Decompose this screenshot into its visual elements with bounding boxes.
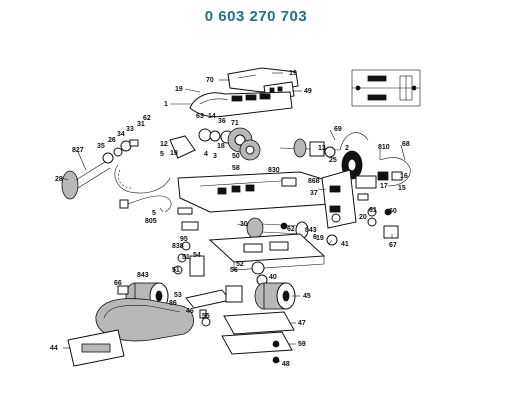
label-36: 36 bbox=[218, 118, 226, 125]
label-28: 28 bbox=[55, 176, 63, 183]
label-52: 52 bbox=[236, 261, 244, 268]
left-small-parts bbox=[173, 207, 205, 277]
label-15: 15 bbox=[398, 185, 406, 192]
label-37: 37 bbox=[310, 190, 318, 197]
label-47: 47 bbox=[298, 320, 306, 327]
label-53: 53 bbox=[174, 292, 182, 299]
label-805: 805 bbox=[145, 218, 157, 225]
label-14: 14 bbox=[208, 113, 216, 120]
label-95: 95 bbox=[180, 236, 188, 243]
sole-plate-47 bbox=[223, 311, 295, 335]
wiring-schematic bbox=[351, 69, 421, 107]
label-830: 830 bbox=[268, 167, 280, 174]
label-49: 49 bbox=[304, 88, 312, 95]
brush-holder-assembly bbox=[355, 157, 411, 201]
label-20: 20 bbox=[359, 214, 367, 221]
label-59: 59 bbox=[298, 341, 306, 348]
label-35: 35 bbox=[97, 143, 105, 150]
label-19-a: 19 bbox=[289, 70, 297, 77]
motor-armature bbox=[279, 132, 369, 180]
label-5-b: 5 bbox=[152, 210, 156, 217]
label-55: 55 bbox=[202, 313, 210, 320]
label-71: 71 bbox=[231, 120, 239, 127]
label-868: 868 bbox=[308, 178, 320, 185]
label-34: 34 bbox=[117, 131, 125, 138]
power-cable bbox=[119, 195, 172, 213]
label-810: 810 bbox=[378, 144, 390, 151]
label-4: 4 bbox=[204, 151, 208, 158]
label-70: 70 bbox=[206, 77, 214, 84]
label-5: 5 bbox=[160, 151, 164, 158]
label-40: 40 bbox=[269, 274, 277, 281]
label-19-c: 19 bbox=[170, 150, 178, 157]
label-61: 61 bbox=[369, 207, 377, 214]
label-1: 1 bbox=[164, 101, 168, 108]
label-56: 56 bbox=[230, 267, 238, 274]
label-63: 63 bbox=[196, 113, 204, 120]
label-26: 26 bbox=[108, 137, 116, 144]
label-31: 31 bbox=[137, 121, 145, 128]
handle-housing bbox=[189, 91, 293, 118]
small-screws-right bbox=[326, 207, 399, 246]
label-50: 50 bbox=[232, 153, 240, 160]
base-plate bbox=[208, 233, 326, 286]
label-843-b: 843 bbox=[137, 272, 149, 279]
label-827: 827 bbox=[72, 147, 84, 154]
label-19-d: 19 bbox=[316, 235, 324, 242]
front-roller bbox=[254, 282, 296, 310]
label-46: 46 bbox=[186, 308, 194, 315]
label-54: 54 bbox=[193, 252, 201, 259]
label-60: 60 bbox=[389, 208, 397, 215]
label-30: 30 bbox=[240, 221, 248, 228]
label-45: 45 bbox=[303, 293, 311, 300]
label-51-a: 51 bbox=[182, 254, 190, 261]
sole-plate-59 bbox=[221, 331, 293, 355]
motor-housing bbox=[321, 169, 357, 229]
screws-48 bbox=[272, 340, 280, 364]
base-housing bbox=[177, 171, 333, 213]
label-44: 44 bbox=[50, 345, 58, 352]
label-13: 13 bbox=[318, 145, 326, 152]
left-pulley-assembly bbox=[61, 135, 196, 200]
label-16: 16 bbox=[400, 173, 408, 180]
label-2: 2 bbox=[345, 145, 349, 152]
label-68: 68 bbox=[402, 141, 410, 148]
label-41: 41 bbox=[341, 241, 349, 248]
label-48: 48 bbox=[282, 361, 290, 368]
label-18: 18 bbox=[217, 143, 225, 150]
gear-assembly bbox=[198, 127, 261, 161]
label-58: 58 bbox=[232, 165, 240, 172]
label-25: 25 bbox=[329, 157, 337, 164]
label-3: 3 bbox=[213, 153, 217, 160]
label-843-a: 843 bbox=[305, 227, 317, 234]
label-6: 6 bbox=[313, 234, 317, 241]
dust-holder bbox=[67, 329, 125, 367]
page-title: 0 603 270 703 bbox=[204, 8, 308, 25]
label-17: 17 bbox=[380, 183, 388, 190]
part-number-labels: 19 70 49 1 19 63 14 36 71 62 31 33 34 26… bbox=[50, 70, 410, 368]
label-66: 66 bbox=[114, 280, 122, 287]
label-86: 86 bbox=[169, 300, 177, 307]
label-33: 33 bbox=[126, 126, 134, 133]
leader-lines bbox=[61, 72, 406, 363]
label-69: 69 bbox=[334, 126, 342, 133]
label-62: 62 bbox=[143, 115, 151, 122]
label-19-b: 19 bbox=[175, 86, 183, 93]
label-62-b: 62 bbox=[287, 226, 295, 233]
label-12: 12 bbox=[160, 141, 168, 148]
label-51-b: 51 bbox=[172, 267, 180, 274]
label-67: 67 bbox=[389, 242, 397, 249]
label-838: 838 bbox=[172, 243, 184, 250]
